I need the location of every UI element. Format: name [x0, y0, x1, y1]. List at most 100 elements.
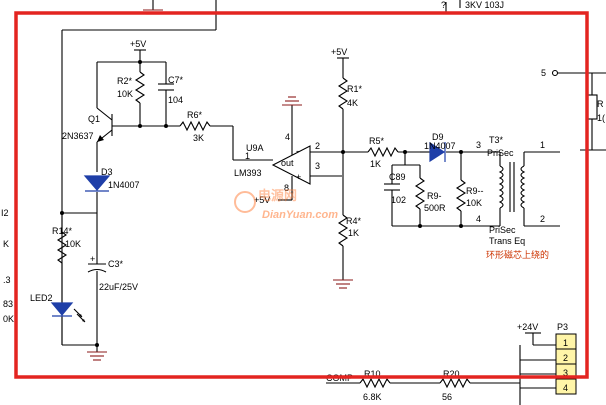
watermark: 电源网 DianYuan.com — [234, 188, 338, 221]
watermark-cn: 电源网 — [258, 188, 297, 203]
u9a-ref: U9A — [246, 143, 264, 153]
t3-annotation: 环形磁芯上绕的 — [486, 249, 549, 260]
t3-pri-label: PriSec — [487, 148, 514, 158]
p3-pin2: 2 — [563, 353, 568, 363]
d3-diode: D3 1N4007 — [83, 167, 140, 213]
outside-right: 5 R 1( — [541, 68, 606, 151]
u9a-part: LM393 — [234, 168, 262, 178]
c89-value: 102 — [391, 195, 406, 205]
q1-part: 2N3637 — [62, 131, 94, 141]
r4-ref: R4* — [346, 216, 362, 226]
c7-value: 104 — [168, 95, 183, 105]
left-partial-2: K — [3, 239, 9, 249]
t3-pin1: 1 — [540, 140, 545, 150]
led2-ref: LED2 — [30, 293, 53, 303]
c3-ref: C3* — [108, 259, 124, 269]
r5-resistor: R5* 1K — [343, 136, 420, 169]
r2-resistor: R2* 10K — [117, 62, 146, 128]
highlight-frame — [14, 11, 589, 379]
r1-value: 4K — [347, 98, 358, 108]
d3-ref: D3 — [101, 167, 113, 177]
r5-ref: R5* — [369, 136, 385, 146]
u9a-minus: - — [296, 146, 299, 156]
r9-right-resistor: R9-- 10K — [455, 150, 484, 228]
t3-sec-label: PriSec — [489, 225, 516, 235]
d3-part: 1N4007 — [108, 180, 140, 190]
r1-ref: R1* — [347, 84, 363, 94]
connector-5-label: 5 — [541, 68, 546, 78]
rail-plus5v-top: +5V — [97, 39, 166, 64]
r6-resistor: R6* 3K — [179, 110, 255, 161]
outside-left: I2 K .3 83 0K — [1, 208, 14, 324]
p3-ref: P3 — [557, 322, 568, 332]
r10-value: 6.8K — [363, 392, 382, 402]
plus24v-label: +24V — [517, 322, 538, 332]
t3-pin3: 3 — [476, 140, 481, 150]
r20-value: 56 — [442, 392, 452, 402]
plus5v-top-label: +5V — [130, 39, 146, 49]
r1-resistor: R1* 4K — [337, 77, 363, 215]
r5-value: 1K — [370, 159, 381, 169]
t3-pin2: 2 — [540, 214, 545, 224]
t3-pin4: 4 — [476, 214, 481, 224]
t3-ref: T3* — [489, 135, 504, 145]
c3-plus: + — [90, 254, 95, 264]
right-partial-r: R — [597, 99, 604, 109]
plus5v-opamp-label: +5V — [254, 195, 270, 205]
r20-ref: R20 — [443, 369, 460, 379]
p3-connector: +24V P3 1 2 3 4 — [517, 322, 577, 405]
watermark-logo-icon — [234, 191, 256, 213]
c89-r9-branch: C89 102 R9- 500R — [384, 150, 500, 228]
r4-resistor: R4* 1K — [333, 214, 362, 289]
left-bus — [60, 10, 217, 347]
u9a-pin2: 2 — [315, 141, 320, 151]
led2: LED2 — [30, 290, 86, 345]
u9a-pin3: 3 — [315, 161, 320, 171]
r2-value: 10K — [117, 89, 133, 99]
r2-ref: R2* — [117, 76, 133, 86]
r9-left-ref: R9- — [427, 191, 442, 201]
top-cap-label: 3KV 103J — [465, 0, 504, 10]
bottom-strip: COMP R10 6.8K R20 56 — [326, 369, 520, 402]
r10-ref: R10 — [364, 369, 381, 379]
u9a-plus: + — [296, 172, 301, 182]
u9a-opamp: out - + U9A LM393 1 4 8 +5V 2 3 — [234, 96, 342, 205]
p3-pin1: 1 — [563, 338, 568, 348]
u9a-pin8: 8 — [284, 183, 289, 193]
t3-transformer: T3* PriSec PriSec Trans Eq 1 2 3 4 环形磁芯上… — [475, 135, 560, 260]
p3-pin4: 4 — [563, 383, 568, 393]
plus5v-r1-label: +5V — [331, 47, 347, 57]
r4-value: 1K — [348, 228, 359, 238]
u9a-pin4: 4 — [285, 132, 290, 142]
p3-pin3: 3 — [563, 368, 568, 378]
c89-ref: C89 — [389, 172, 406, 182]
r6-ref: R6* — [187, 110, 203, 120]
r9-left-value: 500R — [424, 203, 446, 213]
q1-ref: Q1 — [88, 114, 100, 124]
r9-right-ref: R9-- — [466, 186, 484, 196]
left-partial-5: 0K — [3, 314, 14, 324]
left-partial-1: I2 — [1, 208, 9, 218]
r9-right-value: 10K — [466, 198, 482, 208]
left-partial-3: .3 — [3, 275, 11, 285]
c3-value: 22uF/25V — [99, 282, 138, 292]
rail-plus5v-r1: +5V — [331, 47, 349, 78]
r14-ref: R14* — [52, 226, 73, 236]
right-partial-rv: 1( — [597, 113, 605, 123]
r14-resistor: R14* 10K — [52, 213, 81, 290]
d9-part: 1N4007 — [424, 141, 456, 151]
gnd-left — [87, 345, 107, 361]
d9-ref: D9 — [432, 132, 444, 142]
left-partial-4: 83 — [3, 299, 13, 309]
c7-ref: C7* — [168, 75, 184, 85]
r6-value: 3K — [193, 133, 204, 143]
c3-capacitor: + C3* 22uF/25V — [87, 213, 138, 345]
q1-transistor: Q1 2N3637 — [62, 62, 140, 172]
t3-part: Trans Eq — [489, 236, 525, 246]
u9a-out-label: out — [281, 158, 294, 168]
c7-capacitor: C7* 104 — [140, 62, 184, 128]
d9-diode: D9 1N4007 — [420, 132, 500, 163]
r14-value: 10K — [65, 239, 81, 249]
